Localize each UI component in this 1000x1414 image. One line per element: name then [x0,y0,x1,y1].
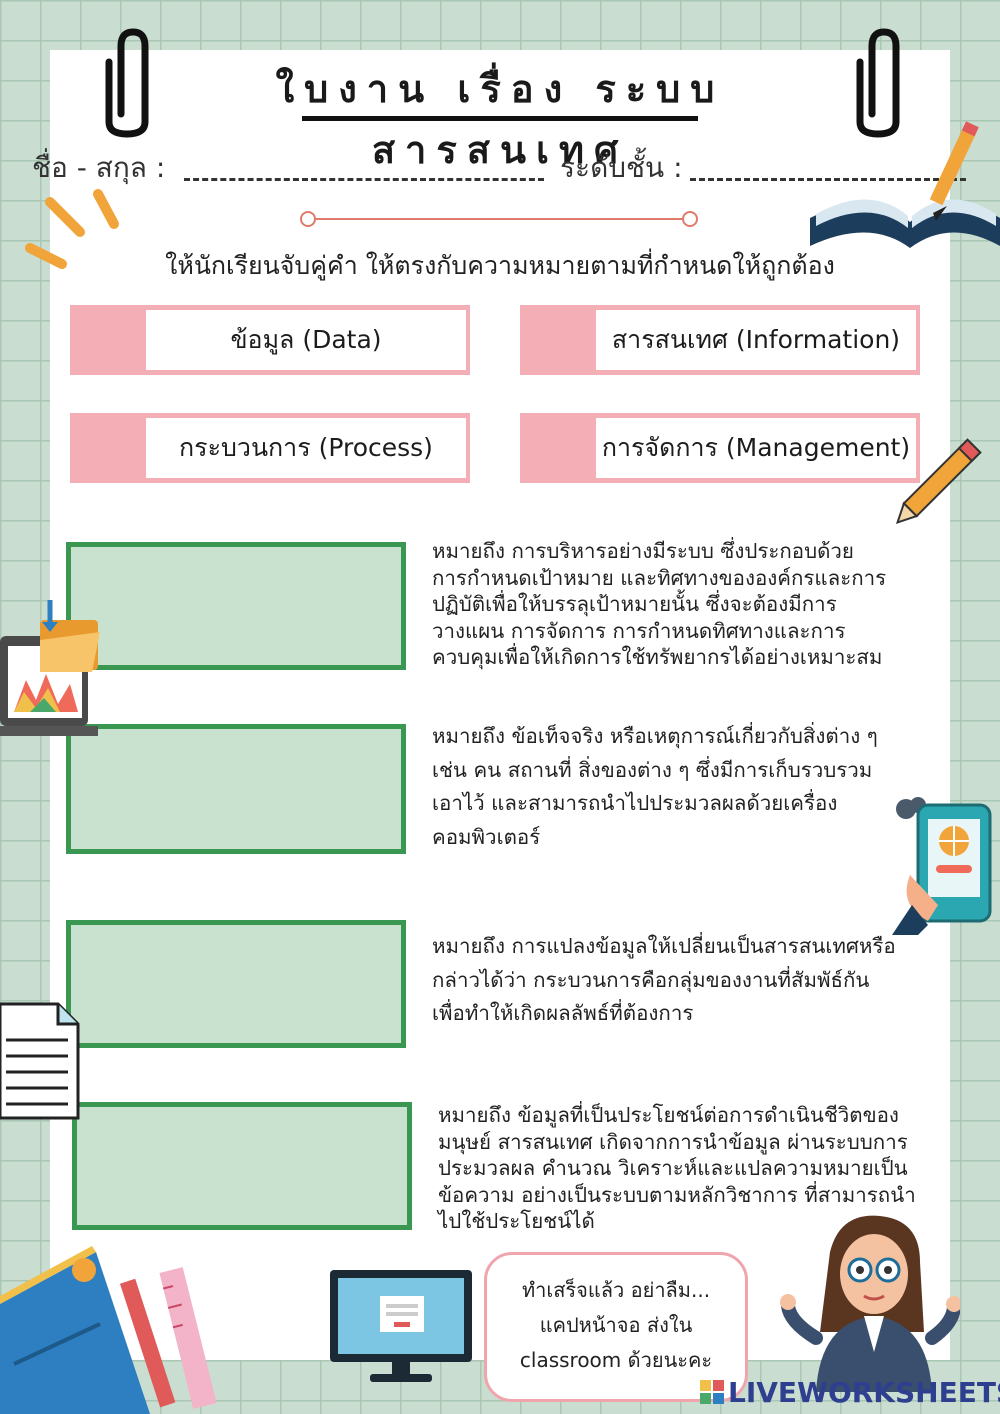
word-label: ข้อมูล (Data) [146,310,466,370]
paperclip-icon [856,28,900,138]
definition-line: กล่าวได้ว่า กระบวนการคือกลุ่มของงานที่สั… [432,967,870,992]
laptop-chart-icon [0,600,100,736]
definition-information: หมายถึง ข้อมูลที่เป็นประโยชน์ต่อการดำเนิ… [438,1102,958,1235]
answer-box[interactable] [72,1102,412,1230]
definition-process: หมายถึง การแปลงข้อมูลให้เปลี่ยนเป็นสารสน… [432,930,962,1031]
pencil-icon [895,438,982,525]
definition-line: คอมพิวเตอร์ [432,824,541,849]
definition-line: หมายถึง การบริหารอย่างมีระบบ ซึ่งประกอบด… [432,539,854,563]
title-underline [302,116,698,121]
divider-line [308,218,690,220]
definition-line: เอาไว้ และสามารถนำไปประมวลผลด้วยเครื่อง [432,791,838,815]
definition-line: การกำหนดเป้าหมาย และทิศทางขององค์กรและกา… [432,565,887,590]
answer-box[interactable] [66,724,406,854]
definition-line: เพื่อทำให้เกิดผลลัพธ์ที่ต้องการ [432,1001,694,1025]
open-book-icon [810,121,1000,248]
definition-line: ควบคุมเพื่อให้เกิดการใช้ทรัพยากรได้อย่าง… [432,645,883,669]
name-field[interactable] [184,178,544,181]
brand-name: LIVEWORKSHEETS [728,1376,1000,1409]
sparkle-decoration [25,189,119,269]
worksheet-title: ใบงาน เรื่อง ระบบสารสนเทศ [275,67,725,172]
definition-management: หมายถึง การบริหารอย่างมีระบบ ซึ่งประกอบด… [432,538,952,671]
definition-line: ข้อความ อย่างเป็นระบบตามหลักวิชาการ ที่ส… [438,1182,916,1207]
teacher-avatar [780,1215,960,1392]
definition-line: ไปใช้ประโยชน์ได้ [438,1209,595,1233]
word-card-process[interactable]: กระบวนการ (Process) [70,413,470,483]
grade-field[interactable] [690,178,966,181]
definition-line: หมายถึง ข้อเท็จจริง หรือเหตุการณ์เกี่ยวก… [432,724,878,748]
definition-line: มนุษย์ สารสนเทศ เกิดจากการนำข้อมูล ผ่านร… [438,1129,908,1154]
word-card-management[interactable]: การจัดการ (Management) [520,413,920,483]
word-label: การจัดการ (Management) [596,418,916,478]
books-icon [0,1246,217,1414]
computer-monitor-icon [330,1270,472,1382]
reminder-line: ทำเสร็จแล้ว อย่าลืม... [521,1278,711,1302]
word-label: สารสนเทศ (Information) [596,310,916,370]
definition-data: หมายถึง ข้อเท็จจริง หรือเหตุการณ์เกี่ยวก… [432,720,952,854]
word-card-data[interactable]: ข้อมูล (Data) [70,305,470,375]
folder-icon [40,600,100,672]
document-icon [0,1002,80,1120]
reminder-bubble: ทำเสร็จแล้ว อย่าลืม... แคปหน้าจอ ส่งใน c… [484,1252,748,1402]
reminder-line: แคปหน้าจอ ส่งใน [539,1313,693,1337]
divider-dot [300,211,316,227]
definition-line: หมายถึง ข้อมูลที่เป็นประโยชน์ต่อการดำเนิ… [438,1103,899,1127]
instruction-text: ให้นักเรียนจับคู่คำ ให้ตรงกับความหมายตาม… [165,251,835,280]
definition-line: ปฏิบัติเพื่อให้บรรลุเป้าหมายนั้น ซึ่งจะต… [432,592,837,616]
grade-label: ระดับชั้น : [560,151,683,184]
answer-box[interactable] [66,542,406,670]
pencil-icon [929,121,979,221]
definition-line: ประมวลผล คำนวณ วิเคราะห์และแปลความหมายเป… [438,1156,908,1180]
liveworksheets-logo-icon [700,1380,724,1404]
paperclip-icon [105,28,149,138]
definition-line: หมายถึง การแปลงข้อมูลให้เปลี่ยนเป็นสารสน… [432,934,896,958]
reminder-line: classroom ด้วยนะคะ [519,1348,713,1372]
word-card-information[interactable]: สารสนเทศ (Information) [520,305,920,375]
word-label: กระบวนการ (Process) [146,418,466,478]
divider-dot [682,211,698,227]
phone-globe-icon [892,797,992,935]
answer-box[interactable] [66,920,406,1048]
definition-line: เช่น คน สถานที่ สิ่งของต่าง ๆ ซึ่งมีการเ… [432,757,873,782]
definition-line: วางแผน การจัดการ การกำหนดทิศทางและการ [432,618,846,643]
name-label: ชื่อ - สกุล : [32,151,166,184]
